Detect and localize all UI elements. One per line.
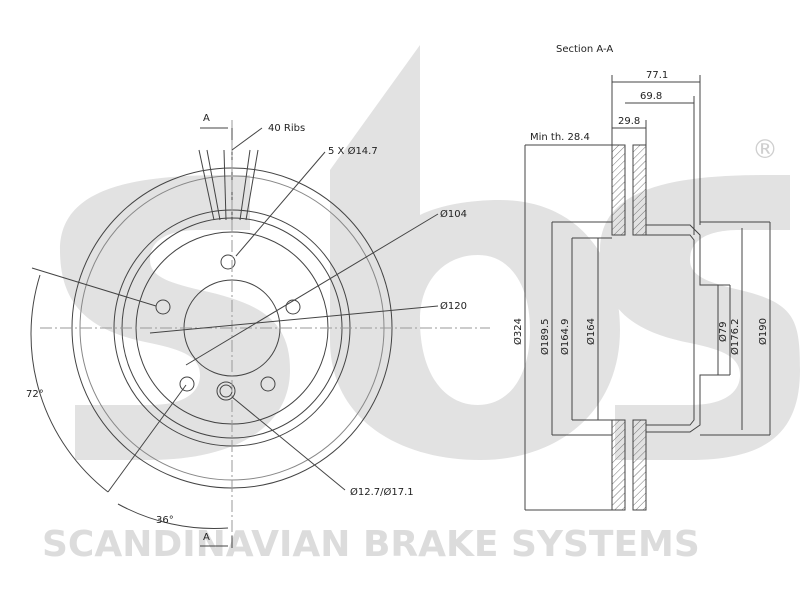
angle-arc-72 — [30, 274, 109, 493]
dim-label-79: Ø79 — [717, 321, 729, 342]
ribs-leader — [231, 127, 263, 151]
locating-hole-outer — [216, 381, 236, 401]
bolt-holes-leader — [235, 151, 326, 257]
hole-diameter-label: Ø12.7/Ø17.1 — [350, 486, 414, 498]
dim-label-189-5: Ø189.5 — [539, 319, 551, 356]
angle-72-label: 72° — [26, 389, 44, 400]
bolt-hole-3 — [260, 376, 276, 392]
dim-label-324: Ø324 — [512, 318, 524, 345]
angle-leader-2 — [107, 384, 187, 493]
hat-outer-profile — [646, 224, 719, 433]
dim-label-69-8: 69.8 — [640, 91, 662, 102]
outer-ring-upper — [611, 144, 626, 236]
angle-36-label: 36° — [156, 515, 174, 526]
bolt-holes-label: 5 X Ø14.7 — [328, 145, 378, 157]
dim-label-77-1: 77.1 — [646, 70, 668, 81]
bolt-hole-2 — [285, 299, 301, 315]
bolt-hole-4 — [179, 376, 195, 392]
front-view — [30, 120, 490, 548]
d120-leader — [149, 305, 439, 334]
outer-ring-lower — [611, 419, 626, 511]
bolt-hole-1 — [220, 254, 236, 270]
d120-label: Ø120 — [440, 300, 467, 312]
dim-label-190: Ø190 — [757, 318, 769, 345]
sbs-logo-watermark — [60, 45, 800, 460]
hat-profile — [646, 234, 695, 426]
inner-ring-upper — [632, 144, 647, 236]
hole-leader — [231, 396, 346, 491]
dim-label-176-2: Ø176.2 — [729, 319, 741, 356]
d104-leader — [185, 213, 439, 366]
bolt-hole-5 — [155, 299, 171, 315]
section-marker-bottom: A — [203, 532, 210, 543]
min-thickness-label: Min th. 28.4 — [530, 132, 590, 143]
dim-label-164-9: Ø164.9 — [559, 319, 571, 356]
ribs-label: 40 Ribs — [268, 123, 305, 134]
section-title: Section A-A — [556, 44, 613, 55]
angle-leader-1 — [31, 267, 157, 307]
section-marker-top: A — [203, 113, 210, 124]
angle-arc-36 — [117, 503, 229, 529]
dim-label-29-8: 29.8 — [618, 116, 640, 127]
d104-label: Ø104 — [440, 208, 467, 220]
footer-brand-text: SCANDINAVIAN BRAKE SYSTEMS — [42, 524, 700, 565]
section-view — [524, 75, 771, 511]
dim-label-164: Ø164 — [585, 318, 597, 345]
inner-ring-lower — [632, 419, 647, 511]
registered-mark: ® — [752, 135, 778, 165]
